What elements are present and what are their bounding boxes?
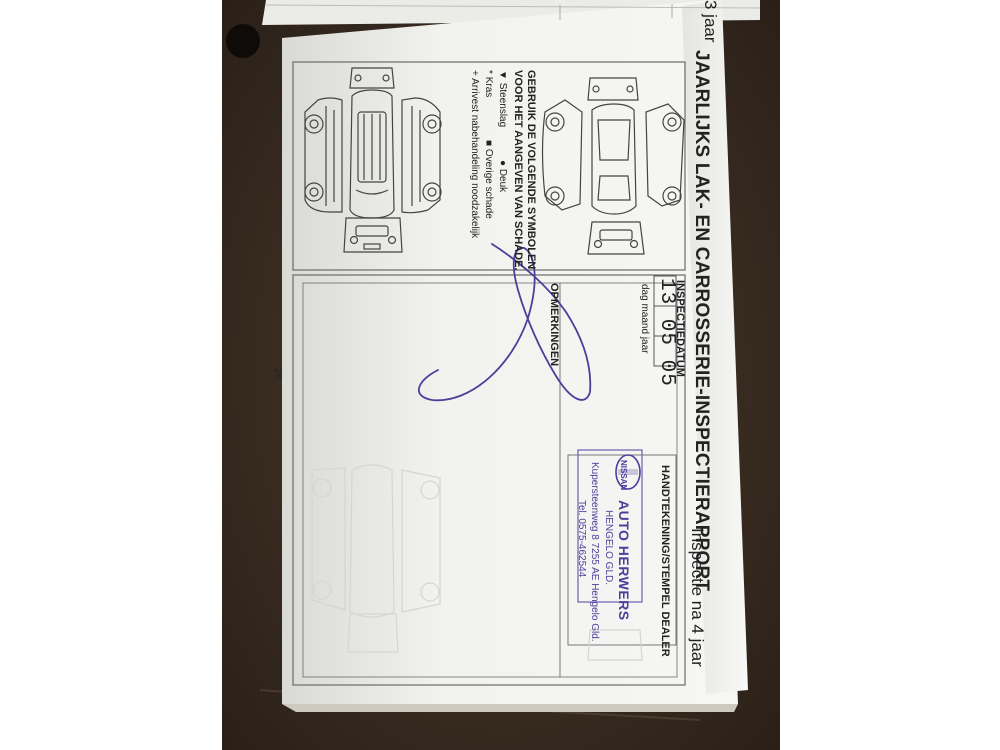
legend-label: Kras: [483, 76, 494, 98]
car-right-side: [401, 97, 442, 214]
dealer-logo-text: NISSAN: [619, 460, 628, 491]
scratch-symbol-icon: *: [483, 70, 494, 74]
legend-item-dent: ● Deuk: [497, 160, 508, 193]
suv-right-side: [645, 103, 685, 207]
report-subtitle: Inspectie na 4 jaar: [688, 528, 707, 667]
dealer-stamp-frame: [577, 449, 643, 603]
dealer-address: Kupersteenweg 8 7255 AE Hengelo Gld.: [589, 462, 600, 642]
show-through-diagrams: [311, 464, 643, 661]
stone-chip-symbol-icon: ▼: [497, 70, 508, 80]
car-rear-view: [349, 67, 395, 89]
dent-symbol-icon: ●: [497, 160, 508, 167]
other-damage-symbol-icon: ■: [483, 140, 494, 147]
legend-item-stone-chip: ▼ Steenslag: [497, 70, 508, 128]
suv-left-side: [541, 99, 583, 211]
suv-front-view: [587, 221, 645, 255]
legend-label: Deuk: [497, 168, 508, 193]
signature-stamp-label: HANDTEKENING/STEMPEL DEALER: [659, 465, 671, 657]
legend-label: Steenslag: [497, 82, 508, 128]
remarks-label: OPMERKINGEN: [548, 283, 560, 367]
stamp-box: [567, 454, 677, 646]
page-right: [682, 0, 748, 694]
suv-top-view: [591, 103, 637, 215]
previous-section-edge: 3 jaar: [701, 0, 720, 43]
legend-label: Overige schade: [483, 148, 494, 219]
damage-diagram-box: [292, 61, 686, 271]
car-left-side: [304, 97, 343, 213]
signature-scribble: [418, 243, 592, 402]
dealer-phone: Tel. 0575-462544: [576, 500, 587, 578]
car-front-view: [343, 217, 403, 253]
legend-heading-line1: GEBRUIK DE VOLGENDE SYMBOLEN: [525, 70, 537, 270]
remarks-box: [292, 274, 686, 686]
arrivest-symbol-icon: +: [469, 70, 480, 76]
legend-label: Arrivest nabehandeling noodzakelijk: [469, 78, 480, 239]
inspection-date-caption: dag maand jaar: [639, 284, 650, 354]
table-hole: [226, 24, 260, 58]
page-number: 28: [272, 368, 283, 380]
legend-item-arrivest: + Arrivest nabehandeling noodzakelijk: [469, 70, 480, 239]
vehicle-diagrams-upper: [304, 67, 685, 255]
car-top-view: [349, 89, 395, 219]
nissan-logo-icon: [615, 454, 641, 490]
legend-item-other-damage: ■ Overige schade: [483, 140, 494, 219]
date-boxes: [653, 275, 677, 367]
legend-item-scratch: * Kras: [483, 70, 494, 98]
suv-rear-view: [587, 77, 639, 101]
dealer-city: HENGELO GLD.: [603, 510, 614, 586]
form-frames: [292, 61, 686, 686]
inspection-date-value: 13 05 05: [655, 278, 678, 387]
legend-heading-line2: VOOR HET AANGEVEN VAN SCHADE.: [512, 70, 524, 271]
report-title: JAARLIJKS LAK- EN CARROSSERIE-INSPECTIER…: [691, 50, 712, 592]
dealer-name: AUTO HERWERS: [616, 500, 632, 621]
